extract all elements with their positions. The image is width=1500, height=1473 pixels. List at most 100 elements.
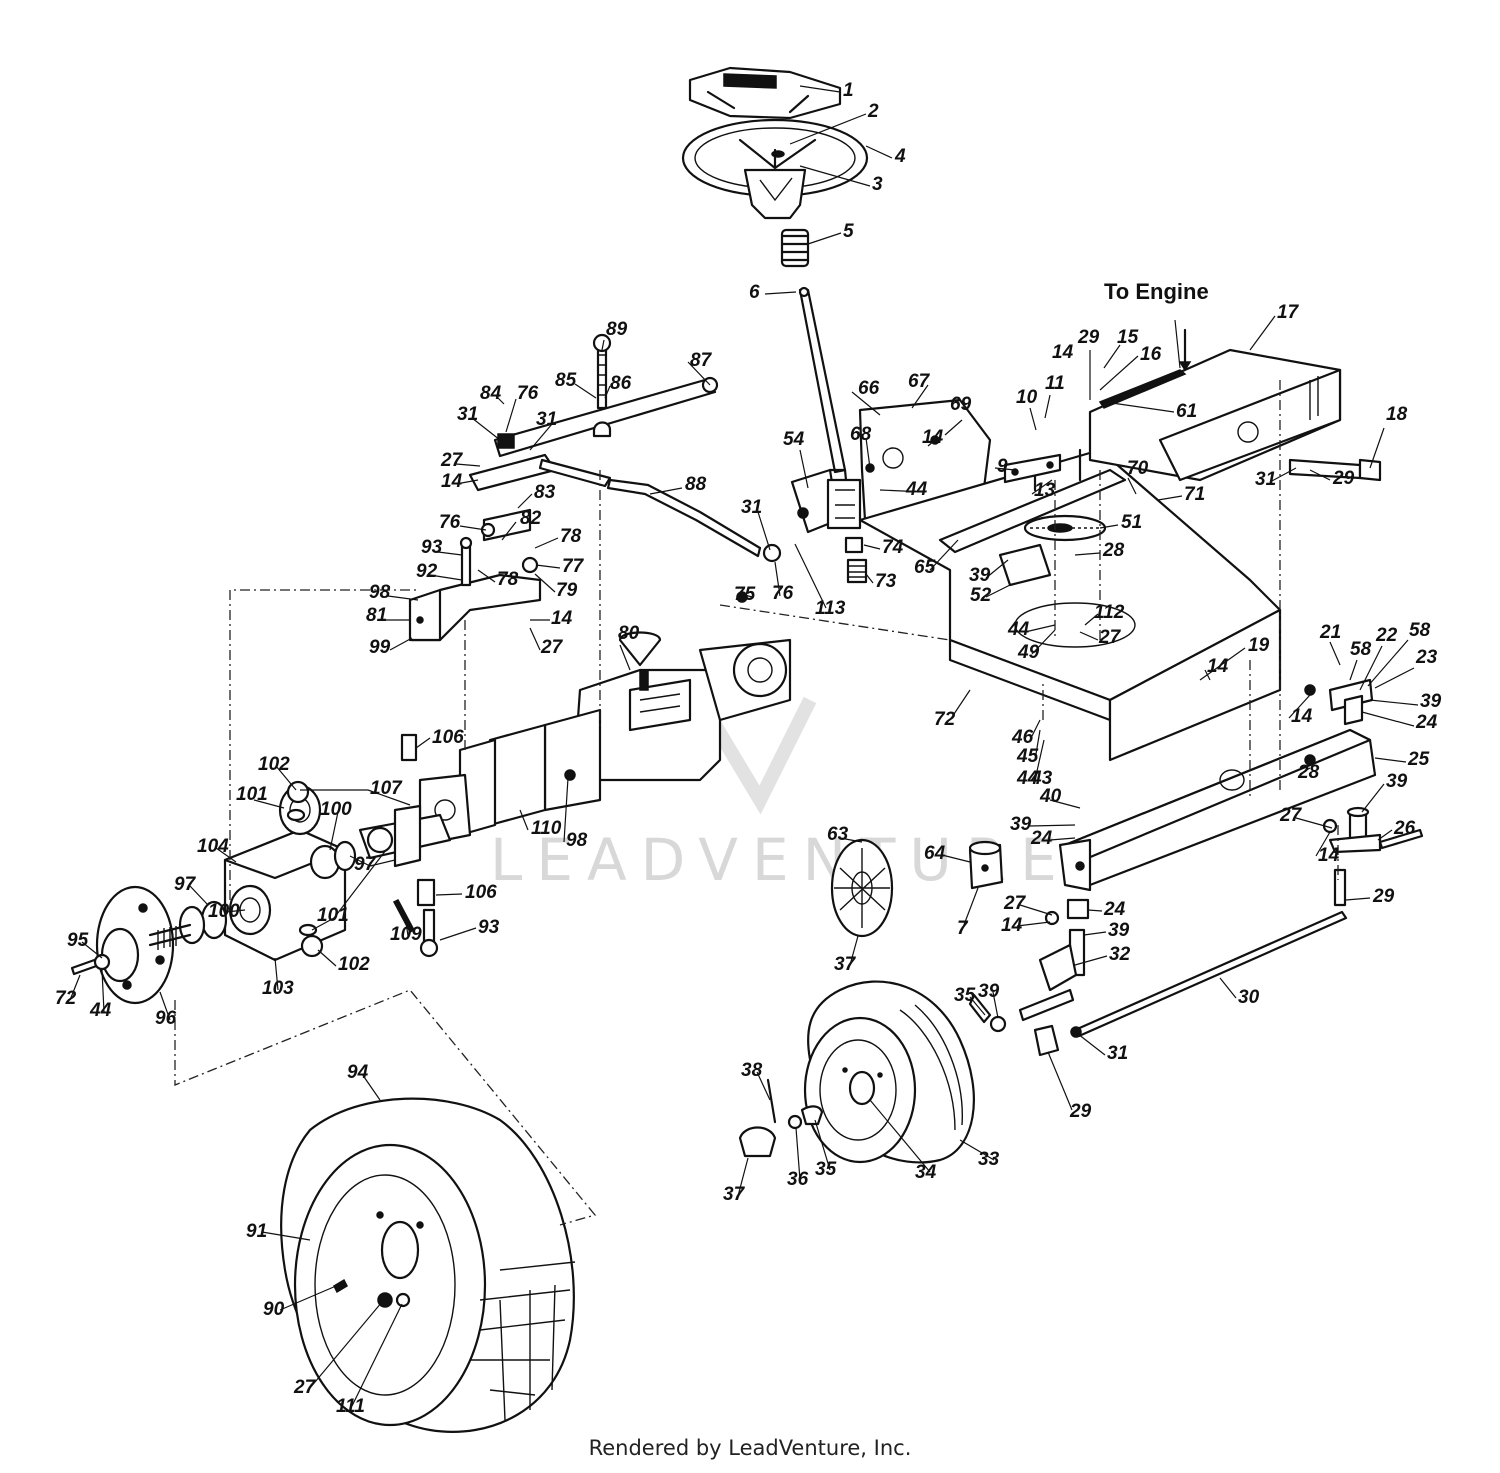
- part-callout: 88: [685, 474, 707, 495]
- part-callout: 14: [1318, 845, 1340, 866]
- part-callout: 69: [950, 394, 972, 415]
- part-callout: 27: [440, 450, 464, 471]
- part-callout: 92: [416, 561, 438, 582]
- axle-housing-bracket: [223, 780, 357, 962]
- part-callout: 74: [882, 537, 904, 558]
- part-callout: 23: [1415, 647, 1438, 668]
- part-callout: 44: [905, 479, 928, 500]
- part-callout: 46: [1011, 727, 1034, 748]
- part-callout: 91: [246, 1221, 267, 1242]
- part-callout: 39: [969, 565, 991, 586]
- part-callout: 78: [560, 526, 582, 547]
- part-callout: 96: [155, 1008, 177, 1029]
- drag-link: [606, 478, 782, 603]
- part-callout: 17: [1277, 302, 1300, 323]
- part-callout: 100: [208, 901, 240, 922]
- part-callout: 19: [1248, 635, 1270, 656]
- part-callout: 93: [478, 917, 500, 938]
- part-callout: 3: [872, 174, 883, 195]
- front-wheel: [738, 980, 975, 1164]
- part-callout: 31: [1107, 1043, 1128, 1064]
- part-callout: 84: [480, 383, 502, 404]
- steering-wheel-assembly: [681, 66, 869, 502]
- part-callout: 26: [1393, 818, 1416, 839]
- part-callout: 72: [55, 988, 77, 1009]
- hubcap: [830, 838, 894, 938]
- spindle-left: [968, 898, 1090, 1033]
- part-callout: 76: [439, 512, 461, 533]
- part-callout: 80: [618, 623, 640, 644]
- part-callout: 5: [843, 221, 854, 242]
- part-callout: 31: [741, 497, 762, 518]
- part-callout: 39: [978, 981, 1000, 1002]
- part-callout: 95: [67, 930, 89, 951]
- part-callout: 29: [1077, 327, 1100, 348]
- part-callout: 10: [1016, 387, 1038, 408]
- part-callout: 102: [338, 954, 370, 975]
- part-callout: 14: [1291, 706, 1313, 727]
- part-callout: 6: [749, 282, 760, 303]
- part-callout: 102: [258, 754, 290, 775]
- part-callout: 39: [1010, 814, 1032, 835]
- steering-shaft: [798, 286, 850, 502]
- part-callout: 101: [236, 784, 268, 805]
- part-callout: 104: [197, 836, 229, 857]
- part-callout: 93: [421, 537, 443, 558]
- part-callout: 111: [336, 1396, 365, 1417]
- part-callout: 1: [843, 80, 854, 101]
- part-callout: 14: [551, 608, 573, 629]
- part-callout: 98: [369, 582, 391, 603]
- part-callout: 32: [1109, 944, 1131, 965]
- engine-cable: [1098, 328, 1192, 409]
- part-callout: 39: [1386, 771, 1408, 792]
- part-callout: 35: [815, 1159, 837, 1180]
- part-callout: 44: [1007, 619, 1030, 640]
- part-callout: 54: [783, 429, 805, 450]
- part-callout: 99: [369, 637, 391, 658]
- part-callout: 7: [957, 918, 969, 939]
- part-callout: 65: [914, 557, 936, 578]
- part-callout: 29: [1069, 1101, 1092, 1122]
- part-callout: 71: [1184, 484, 1205, 505]
- part-callout: 21: [1319, 622, 1341, 643]
- part-callout: 85: [555, 370, 577, 391]
- part-callout: 77: [562, 556, 585, 577]
- part-callout: 14: [441, 471, 463, 492]
- part-callout: 25: [1407, 749, 1430, 770]
- rear-wheel: [280, 1097, 576, 1433]
- part-callout: 112: [1094, 602, 1125, 623]
- footer-credit: Rendered by LeadVenture, Inc.: [588, 1436, 912, 1460]
- part-callout: 14: [1001, 915, 1023, 936]
- part-callout: 36: [787, 1169, 809, 1190]
- part-callout: 28: [1102, 540, 1125, 561]
- steering-wheel: [681, 118, 869, 220]
- to-engine-label: To Engine: [1104, 279, 1209, 304]
- part-callout: 30: [1238, 987, 1260, 1008]
- part-callout: 33: [978, 1149, 1000, 1170]
- part-callout: 73: [875, 571, 897, 592]
- part-callout: 14: [1207, 656, 1229, 677]
- part-callout: 63: [827, 824, 849, 845]
- front-axle: [1058, 678, 1377, 892]
- part-callout: 76: [517, 383, 539, 404]
- part-callout: 29: [1332, 468, 1355, 489]
- part-callout: 24: [1415, 712, 1438, 733]
- part-callout: 14: [1052, 342, 1074, 363]
- part-callout: 13: [1034, 480, 1056, 501]
- rear-axle-yoke: [358, 733, 472, 958]
- shift-lever-linkage: [468, 333, 719, 492]
- part-callout: 107: [370, 778, 403, 799]
- part-callout: 83: [534, 482, 556, 503]
- part-callout: 61: [1176, 401, 1197, 422]
- part-callout: 31: [1255, 469, 1276, 490]
- part-callout: 34: [915, 1162, 937, 1183]
- shift-bracket: [408, 508, 542, 642]
- part-callout: 40: [1039, 786, 1062, 807]
- transaxle: [458, 631, 792, 837]
- part-callout: 39: [1420, 691, 1442, 712]
- part-callout: 35: [954, 985, 976, 1006]
- part-callout: 67: [908, 371, 931, 392]
- part-callout: 27: [540, 637, 564, 658]
